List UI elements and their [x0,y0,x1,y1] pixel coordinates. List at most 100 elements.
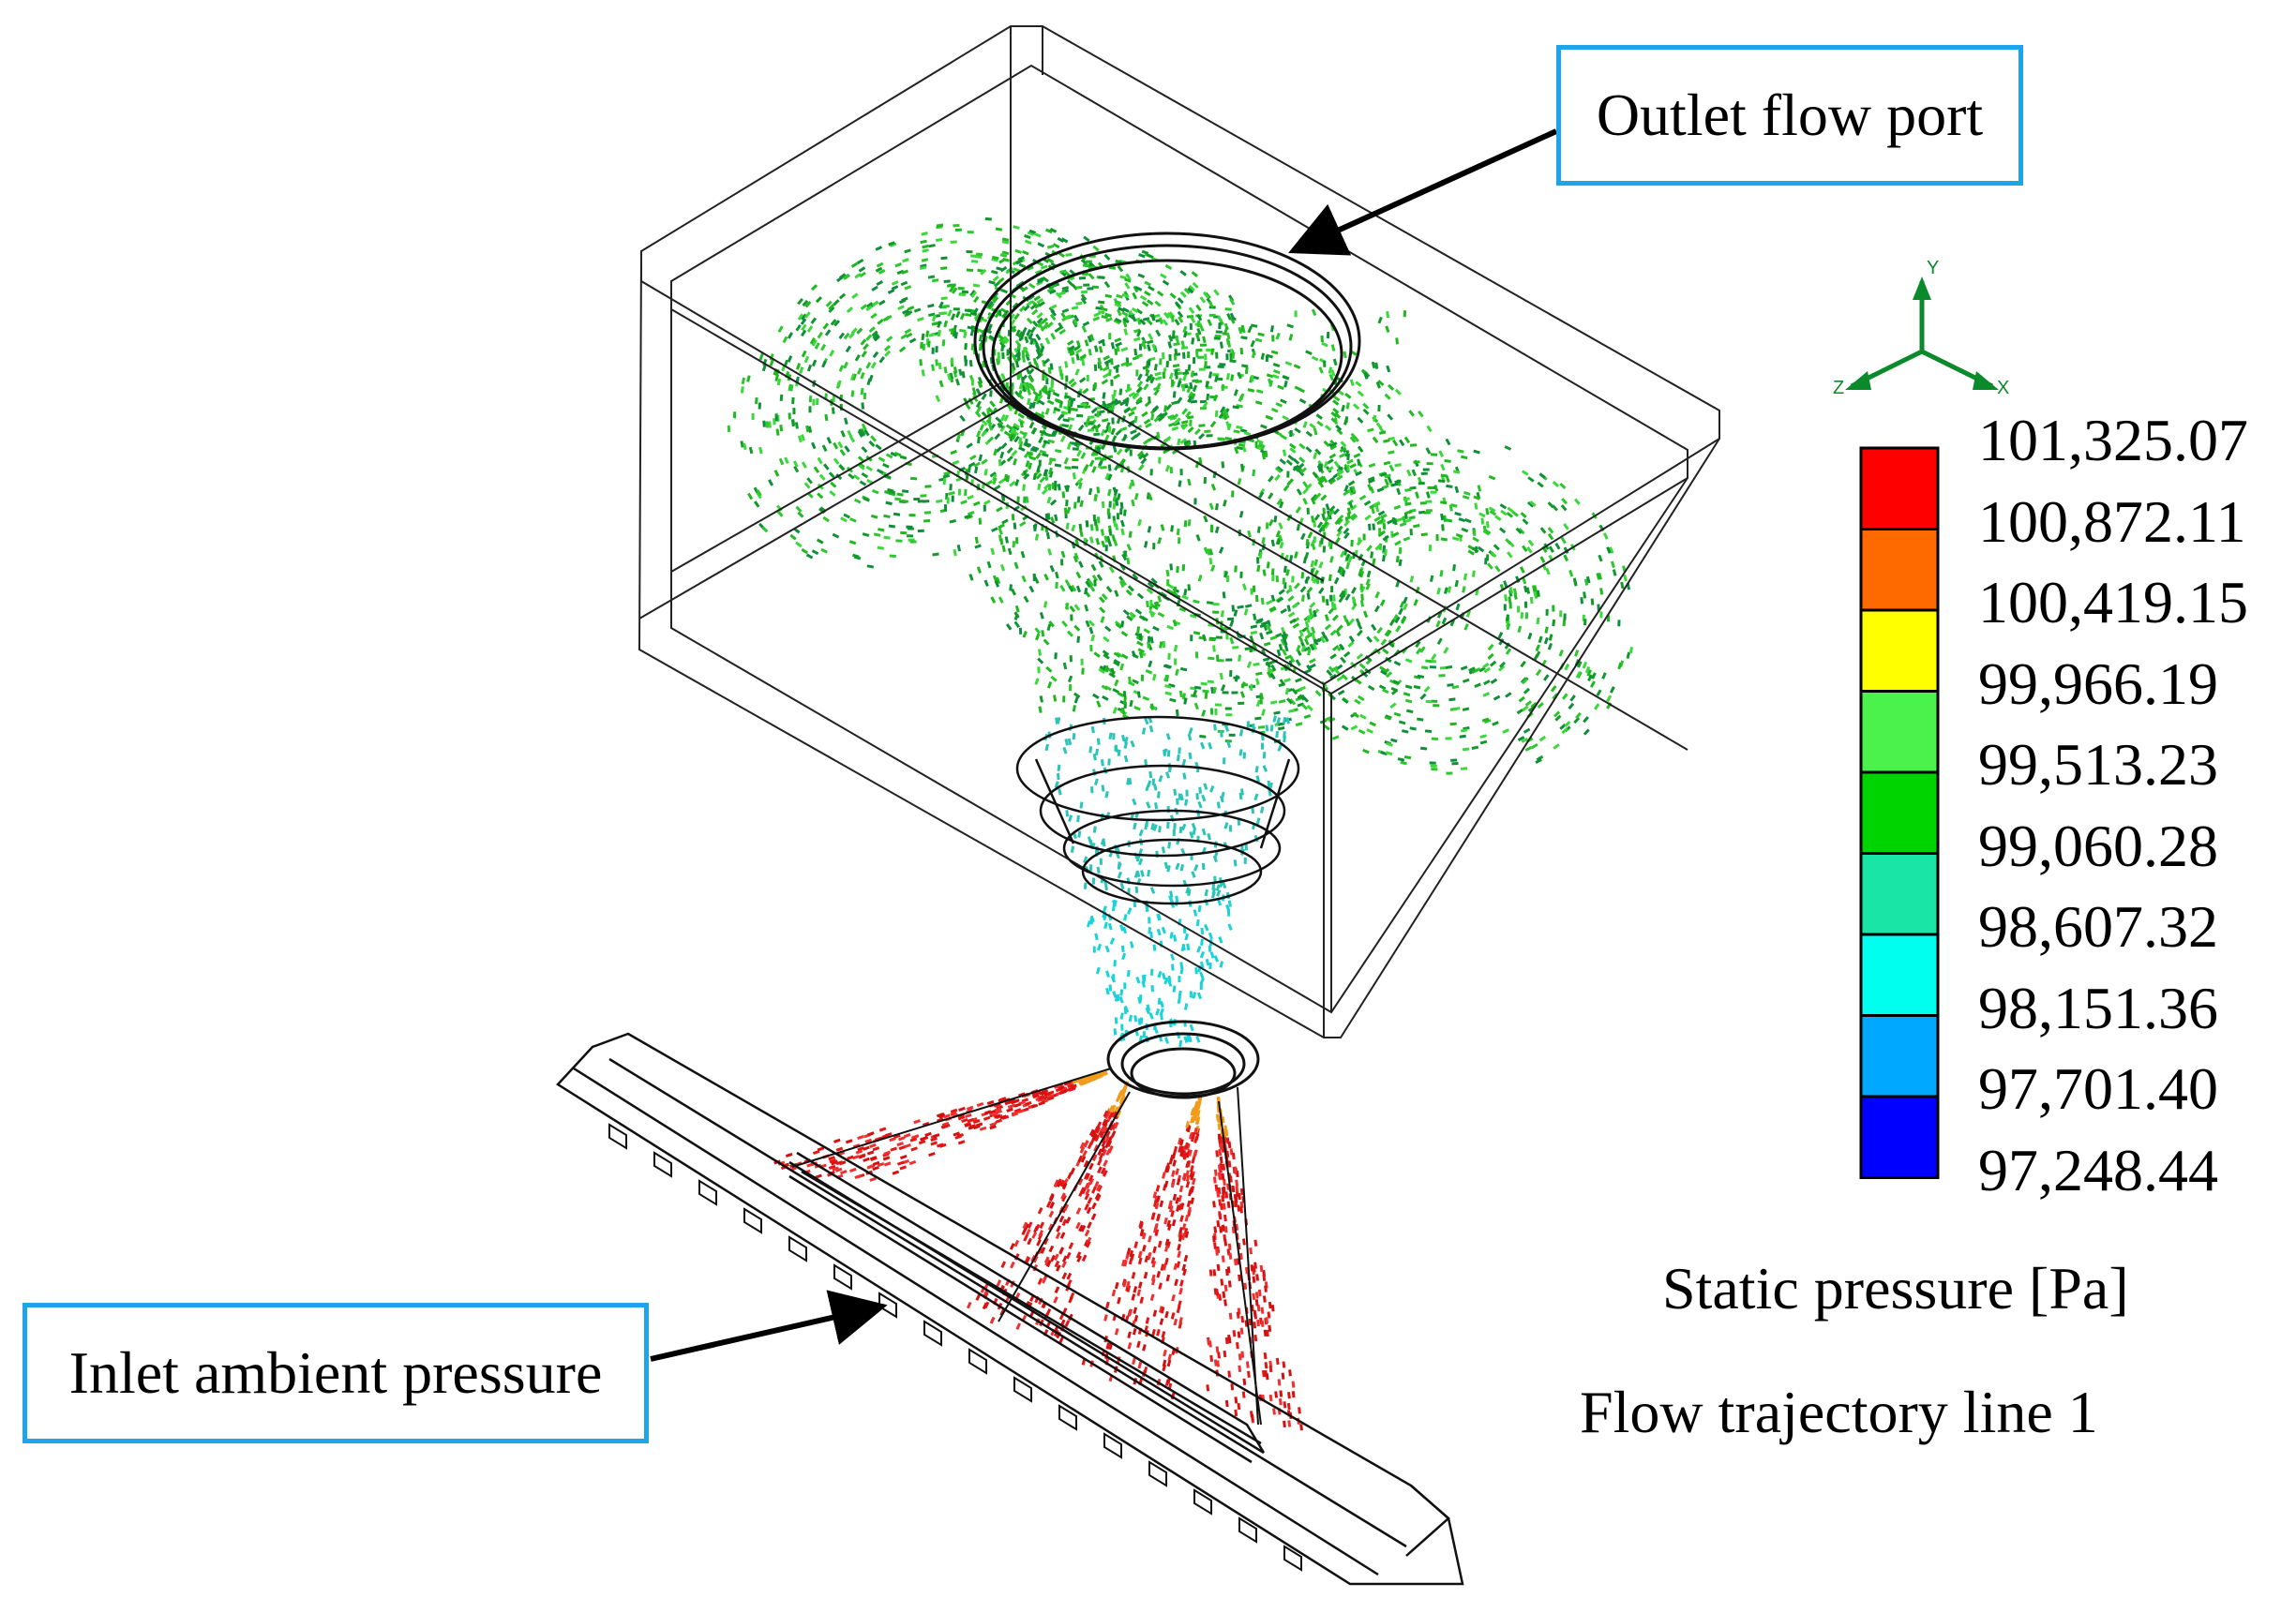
flow-particle [1152,944,1157,951]
flow-particle [1170,525,1175,532]
flow-particle [1038,1095,1045,1100]
flow-particle [1179,1215,1184,1222]
flow-particle [1309,643,1315,651]
flow-particle [1261,452,1266,460]
flow-particle [1187,391,1193,399]
flow-particle [1104,293,1112,299]
flow-particle [1006,446,1013,455]
flow-particle [1419,646,1426,653]
flow-particle [1049,499,1058,506]
flow-particle [820,343,827,351]
flow-particle [1073,695,1079,704]
flow-particle [1235,1223,1239,1231]
flow-particle [1196,327,1202,336]
flow-particle [1006,455,1013,462]
flow-particle [1096,943,1103,951]
flow-particle [1250,375,1254,382]
flow-particle [1241,1391,1246,1398]
flow-particle [1306,704,1313,711]
flow-particle [1547,501,1554,509]
flow-particle [1246,661,1253,668]
flow-particle [1181,408,1189,415]
flow-particle [1028,361,1033,369]
flow-particle [1264,1285,1268,1292]
flow-particle [1573,498,1581,505]
flow-particle [1606,694,1613,703]
flow-particle [899,1165,908,1171]
flow-particle [1091,466,1097,473]
flow-particle [1188,752,1193,760]
flow-particle [860,338,867,346]
flow-particle [1346,453,1350,461]
flow-particle [1280,552,1284,560]
flow-particle [1507,506,1514,514]
flow-particle [1329,653,1337,660]
flow-particle [966,1301,972,1309]
flow-particle [1276,717,1282,724]
flow-particle [1334,517,1342,525]
flow-particle [1189,830,1194,839]
flow-particle [1275,402,1283,408]
flow-particle [1275,633,1283,638]
flow-particle [1255,699,1261,708]
flow-particle [1179,1139,1184,1146]
flow-particle [1055,291,1062,299]
flow-particle [1193,909,1198,917]
flow-particle [1232,405,1239,410]
flow-particle [1043,483,1051,490]
flow-particle [1502,728,1509,734]
flow-particle [1100,465,1107,470]
flow-particle [1481,717,1490,723]
flow-particle [1089,334,1095,341]
flow-particle [1128,530,1133,538]
flow-particle [1075,353,1080,361]
flow-particle [1275,730,1280,739]
flow-particle [987,407,994,414]
flow-particle [1192,828,1196,835]
flow-particle [1106,535,1111,544]
flow-particle [989,1125,997,1130]
flow-particle [1318,366,1324,374]
flow-particle [1198,786,1202,794]
flow-particle [1244,366,1249,375]
flow-particle [876,469,884,474]
flow-particle [1223,822,1229,829]
flow-particle [1228,1252,1233,1260]
flow-particle [1128,1308,1133,1316]
flow-particle [1145,1007,1150,1015]
flow-particle [1141,301,1149,307]
flow-particle [1186,1143,1191,1151]
flow-particle [1167,335,1174,342]
flow-particle [1259,1264,1264,1273]
flow-particle [1121,553,1128,561]
flow-particle [1162,371,1166,380]
flow-particle [953,548,957,557]
flow-particle [1328,366,1333,374]
flow-particle [1136,450,1144,457]
flow-particle [1120,347,1129,352]
flow-particle [1156,1329,1161,1337]
flow-particle [1392,680,1401,685]
flow-particle [932,1133,940,1139]
flow-particle [1058,251,1066,259]
flow-particle [1034,1223,1041,1232]
flow-particle [1387,383,1395,391]
flow-particle [924,1131,932,1137]
flow-particle [1019,420,1024,428]
flow-particle [1191,1177,1196,1186]
flow-particle [882,1156,891,1161]
flow-particle [1134,286,1143,291]
flow-particle [847,1155,854,1160]
flow-particle [1117,265,1124,273]
flow-particle [1384,629,1391,636]
flow-particle [1178,826,1183,834]
flow-particle [1001,545,1006,553]
flow-particle [1049,227,1058,233]
flow-particle [1029,337,1035,346]
flow-particle [1305,539,1310,546]
flow-particle [936,223,944,228]
flow-particle [1471,546,1479,553]
flow-particle [1239,1206,1243,1214]
flow-particle [1334,417,1338,425]
flow-particle [1151,1261,1157,1268]
